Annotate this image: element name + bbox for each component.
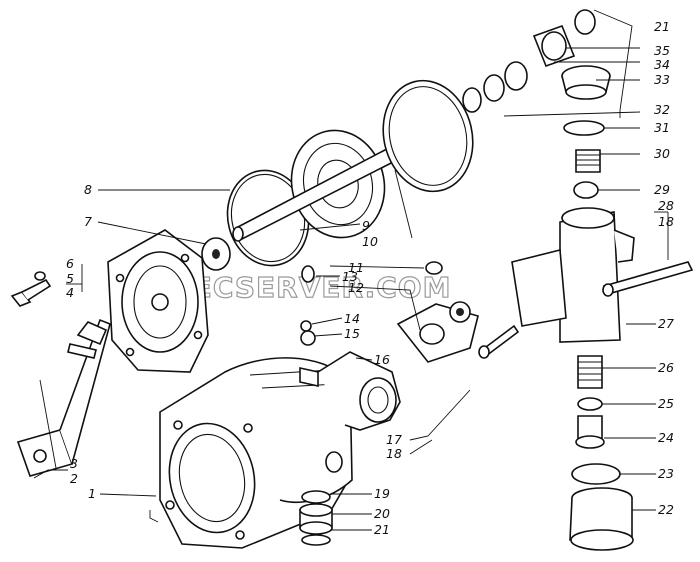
label-30: 30: [654, 146, 670, 161]
label-18a: 18: [386, 446, 402, 461]
label-27: 27: [658, 316, 674, 331]
label-26: 26: [658, 360, 674, 375]
label-14: 14: [344, 311, 360, 326]
label-23: 23: [658, 466, 674, 481]
housing-lug: [325, 451, 343, 473]
part-32-rings: [462, 61, 528, 113]
label-6: 6: [66, 256, 74, 271]
part-7-bushing: [201, 237, 231, 271]
part-33-cap: [561, 65, 611, 100]
part-24-valve-seat: [575, 415, 605, 449]
part-11-ring: [425, 261, 443, 275]
part-22-plug: [569, 487, 634, 551]
part-18-bolt: [602, 261, 694, 297]
part-23-ring: [571, 463, 621, 485]
piston-seal-ring: [382, 79, 474, 193]
label-11: 11: [348, 260, 364, 275]
label-5: 5: [66, 271, 74, 286]
label-35: 35: [654, 43, 670, 58]
label-29: 29: [654, 182, 670, 197]
cover-plate: [107, 229, 209, 373]
part-35-nut: [532, 9, 596, 68]
part-29-cap: [573, 181, 599, 199]
label-19: 19: [374, 486, 390, 501]
label-1: 1: [88, 486, 96, 501]
label-25: 25: [658, 396, 674, 411]
label-32: 32: [654, 102, 670, 117]
part-31-gasket: [563, 120, 605, 136]
part-1-cylinder-housing: [159, 357, 353, 549]
part-30-spring: [575, 149, 601, 173]
label-13: 13: [342, 269, 358, 284]
label-28: 28: [658, 198, 674, 213]
label-10: 10: [362, 234, 378, 249]
part-labels: 21 35 34 33 32 31 30 29 28 18 27 26 25 2…: [66, 19, 674, 537]
label-21a: 21: [654, 19, 670, 34]
label-12: 12: [348, 280, 364, 295]
label-21b: 21: [374, 522, 390, 537]
leader-lines: [33, 9, 669, 531]
part-4-bolt: [10, 271, 52, 307]
label-9: 9: [362, 218, 370, 233]
label-22: 22: [658, 502, 674, 517]
part-13-plug: [301, 265, 315, 283]
label-31: 31: [654, 120, 670, 135]
part-14-washer: [300, 320, 312, 332]
part-19-21-fittings: [299, 490, 333, 546]
label-8: 8: [84, 182, 92, 197]
label-4: 4: [66, 285, 74, 300]
part-17-bolt: [478, 324, 520, 359]
label-16: 16: [374, 352, 390, 367]
label-17: 17: [386, 432, 402, 447]
part-16-housing-boss: [299, 351, 401, 431]
label-7: 7: [84, 214, 92, 229]
label-2: 2: [70, 471, 78, 486]
label-15: 15: [344, 326, 360, 341]
label-18b: 18: [658, 214, 674, 229]
part-12-flange: [396, 301, 479, 363]
part-2-clevis-fork: [16, 318, 111, 477]
part-27-valve-body: [511, 207, 635, 343]
label-3: 3: [70, 456, 78, 471]
label-33: 33: [654, 72, 670, 87]
label-20: 20: [374, 506, 390, 521]
part-26-spring: [577, 355, 603, 389]
label-34: 34: [654, 57, 670, 72]
part-25-valve: [577, 397, 603, 411]
label-24: 24: [658, 430, 674, 445]
part-15-valve: [300, 330, 316, 346]
